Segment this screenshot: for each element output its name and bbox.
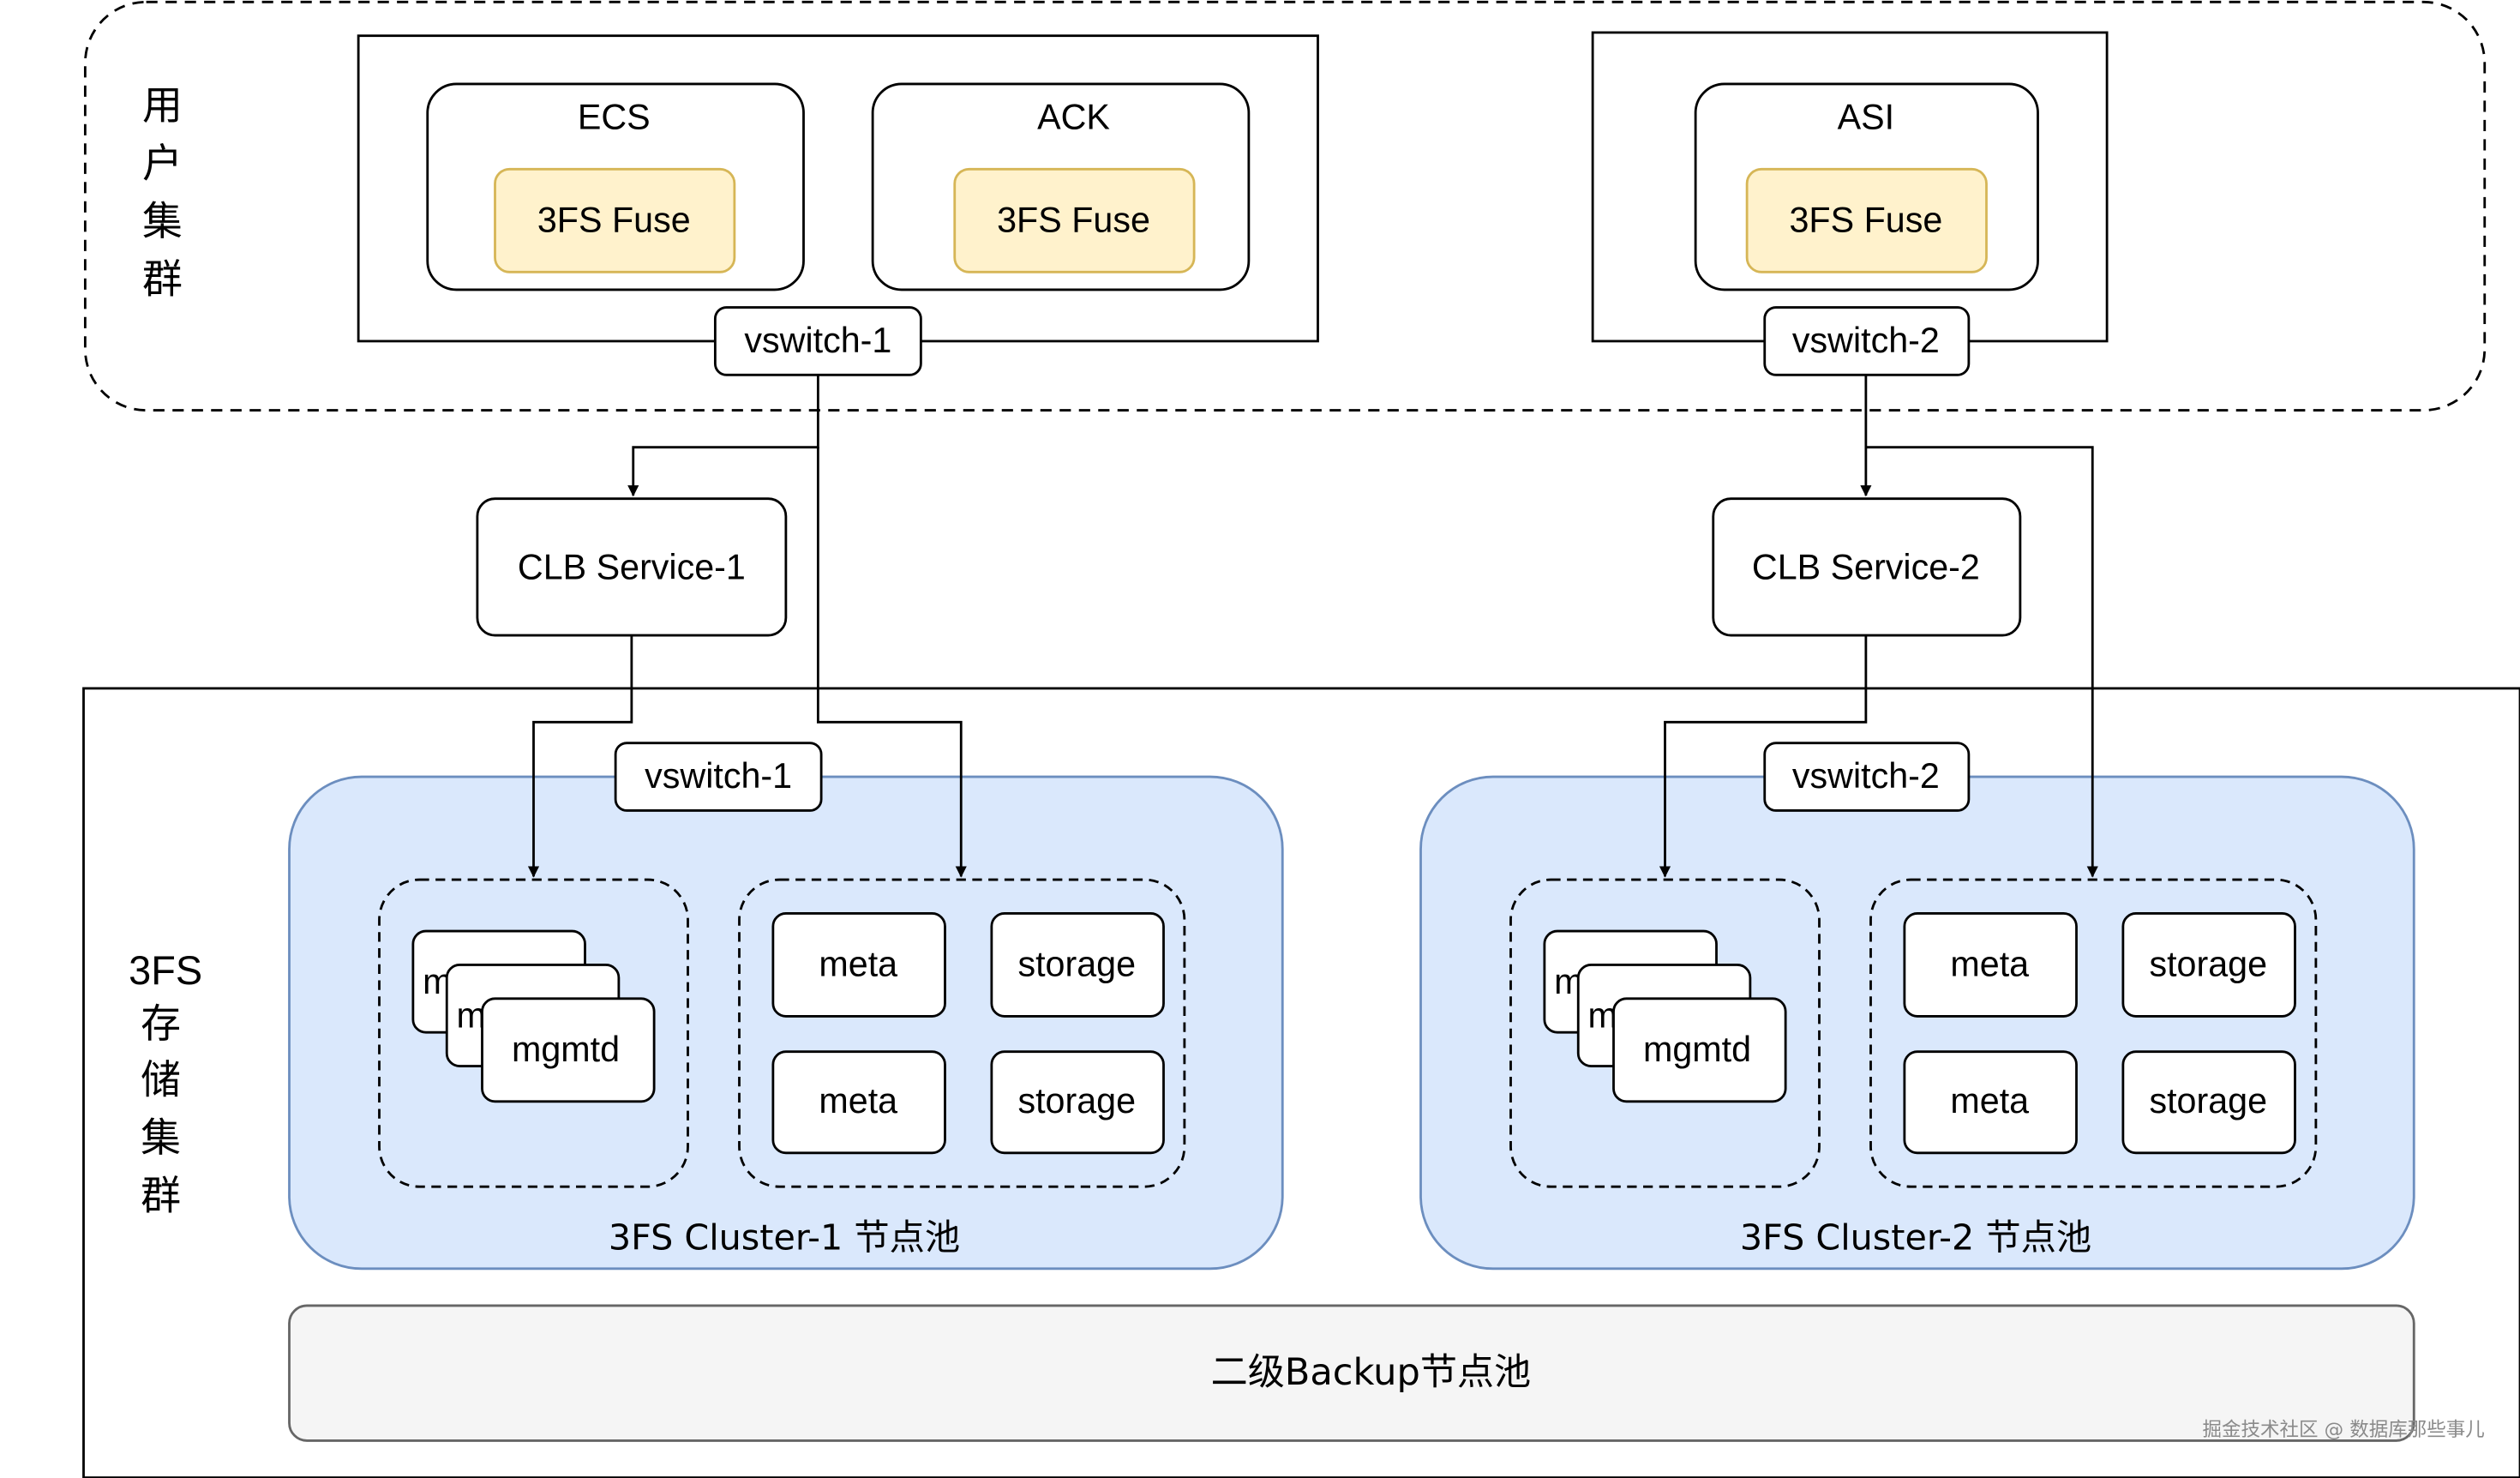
- user-cluster-label-char: 户: [142, 141, 183, 188]
- backup-pool: 二级Backup节点池: [288, 1304, 2415, 1442]
- storage-cluster-label-line: 集: [141, 1115, 181, 1162]
- vswitch-label: vswitch-2: [1792, 756, 1940, 796]
- clb-service-1: CLB Service-1: [476, 497, 788, 637]
- fuse-label: 3FS Fuse: [1789, 200, 1942, 239]
- cluster-caption: 3FS Cluster-1 节点池: [609, 1217, 960, 1258]
- arrow-vswitch1-to-nodes: [816, 447, 967, 878]
- node-label: meta: [1950, 945, 2029, 984]
- ack-box: ACK 3FS Fuse: [871, 82, 1251, 291]
- cluster-1-pool: m m mgmtd meta storage meta storage 3FS …: [288, 775, 1284, 1271]
- storage-cluster-label-line: 存: [141, 1000, 181, 1048]
- backup-pool-label: 二级Backup节点池: [1211, 1351, 1532, 1394]
- meta-node: meta: [1903, 912, 2078, 1018]
- vswitch-top-right: vswitch-2: [1763, 306, 1971, 376]
- storage-cluster-label-line: 3FS: [129, 948, 202, 993]
- arrow-clb2-to-mgmtd: [1659, 635, 1868, 878]
- ecs-title: ECS: [578, 97, 651, 136]
- node-group: [1869, 878, 2318, 1188]
- user-cluster-label-char: 用: [142, 82, 183, 129]
- storage-cluster-label: 3FS 存 储 集 群: [129, 948, 202, 1219]
- storage-node: storage: [990, 912, 1165, 1018]
- meta-node: meta: [771, 912, 946, 1018]
- storage-node: storage: [2121, 912, 2296, 1018]
- node-label: meta: [819, 945, 897, 984]
- asi-box: ASI 3FS Fuse: [1694, 82, 2039, 291]
- vswitch-cluster-1: vswitch-1: [614, 742, 823, 812]
- storage-cluster-label-line: 群: [141, 1172, 181, 1219]
- meta-node: meta: [771, 1050, 946, 1155]
- node-label: storage: [2149, 1081, 2267, 1121]
- user-cluster-label-char: 群: [142, 256, 183, 303]
- arrow-clb1-to-mgmtd: [527, 635, 633, 878]
- mgmtd-stack: m m mgmtd: [411, 929, 656, 1103]
- node-label: storage: [2149, 945, 2267, 984]
- mgmtd-group: [1509, 878, 1821, 1188]
- cluster-2-pool: m m mgmtd meta storage meta storage 3FS …: [1419, 775, 2415, 1271]
- arrow-vswitch2-to-nodes: [1865, 446, 2098, 878]
- watermark: 掘金技术社区 @ 数据库那些事儿: [2202, 1419, 2484, 1441]
- user-cluster-boundary: [83, 0, 2487, 412]
- cluster-caption: 3FS Cluster-2 节点池: [1740, 1217, 2091, 1258]
- connectors-left: [527, 375, 967, 878]
- storage-cluster-label-line: 储: [141, 1056, 181, 1103]
- vswitch-label: vswitch-1: [744, 321, 891, 360]
- fuse-box: [1745, 167, 1988, 273]
- node-group: [738, 878, 1186, 1188]
- fuse-box: [494, 167, 736, 273]
- mgmtd-stack: m m mgmtd: [1543, 929, 1787, 1103]
- vswitch-label: vswitch-1: [645, 756, 792, 796]
- arrow-vswitch1-to-clb1: [627, 375, 819, 497]
- meta-node: meta: [1903, 1050, 2078, 1155]
- clb-label: CLB Service-1: [518, 547, 746, 586]
- node-label: storage: [1017, 945, 1136, 984]
- vswitch-cluster-2: vswitch-2: [1763, 742, 1971, 812]
- user-cluster-label: 用 户 集 群: [142, 82, 183, 303]
- fuse-label: 3FS Fuse: [997, 200, 1150, 239]
- mgmtd-group: [378, 878, 689, 1188]
- fuse-label: 3FS Fuse: [537, 200, 691, 239]
- mgmtd-label: mgmtd: [512, 1030, 620, 1069]
- vswitch-label: vswitch-2: [1792, 321, 1940, 360]
- ecs-box: ECS 3FS Fuse: [426, 82, 805, 291]
- asi-title: ASI: [1838, 97, 1895, 136]
- clb-label: CLB Service-2: [1752, 547, 1980, 586]
- connectors-right: [1659, 375, 2098, 878]
- user-cluster-label-char: 集: [142, 198, 183, 245]
- mgmtd-label: mgmtd: [1643, 1030, 1751, 1069]
- storage-node: storage: [2121, 1050, 2296, 1155]
- node-label: storage: [1017, 1081, 1136, 1121]
- storage-node: storage: [990, 1050, 1165, 1155]
- node-label: meta: [1950, 1081, 2029, 1121]
- clb-service-2: CLB Service-2: [1712, 497, 2022, 637]
- ack-title: ACK: [1037, 97, 1110, 136]
- vswitch-top-left: vswitch-1: [713, 306, 922, 376]
- node-label: meta: [819, 1081, 897, 1121]
- fuse-box: [953, 167, 1196, 273]
